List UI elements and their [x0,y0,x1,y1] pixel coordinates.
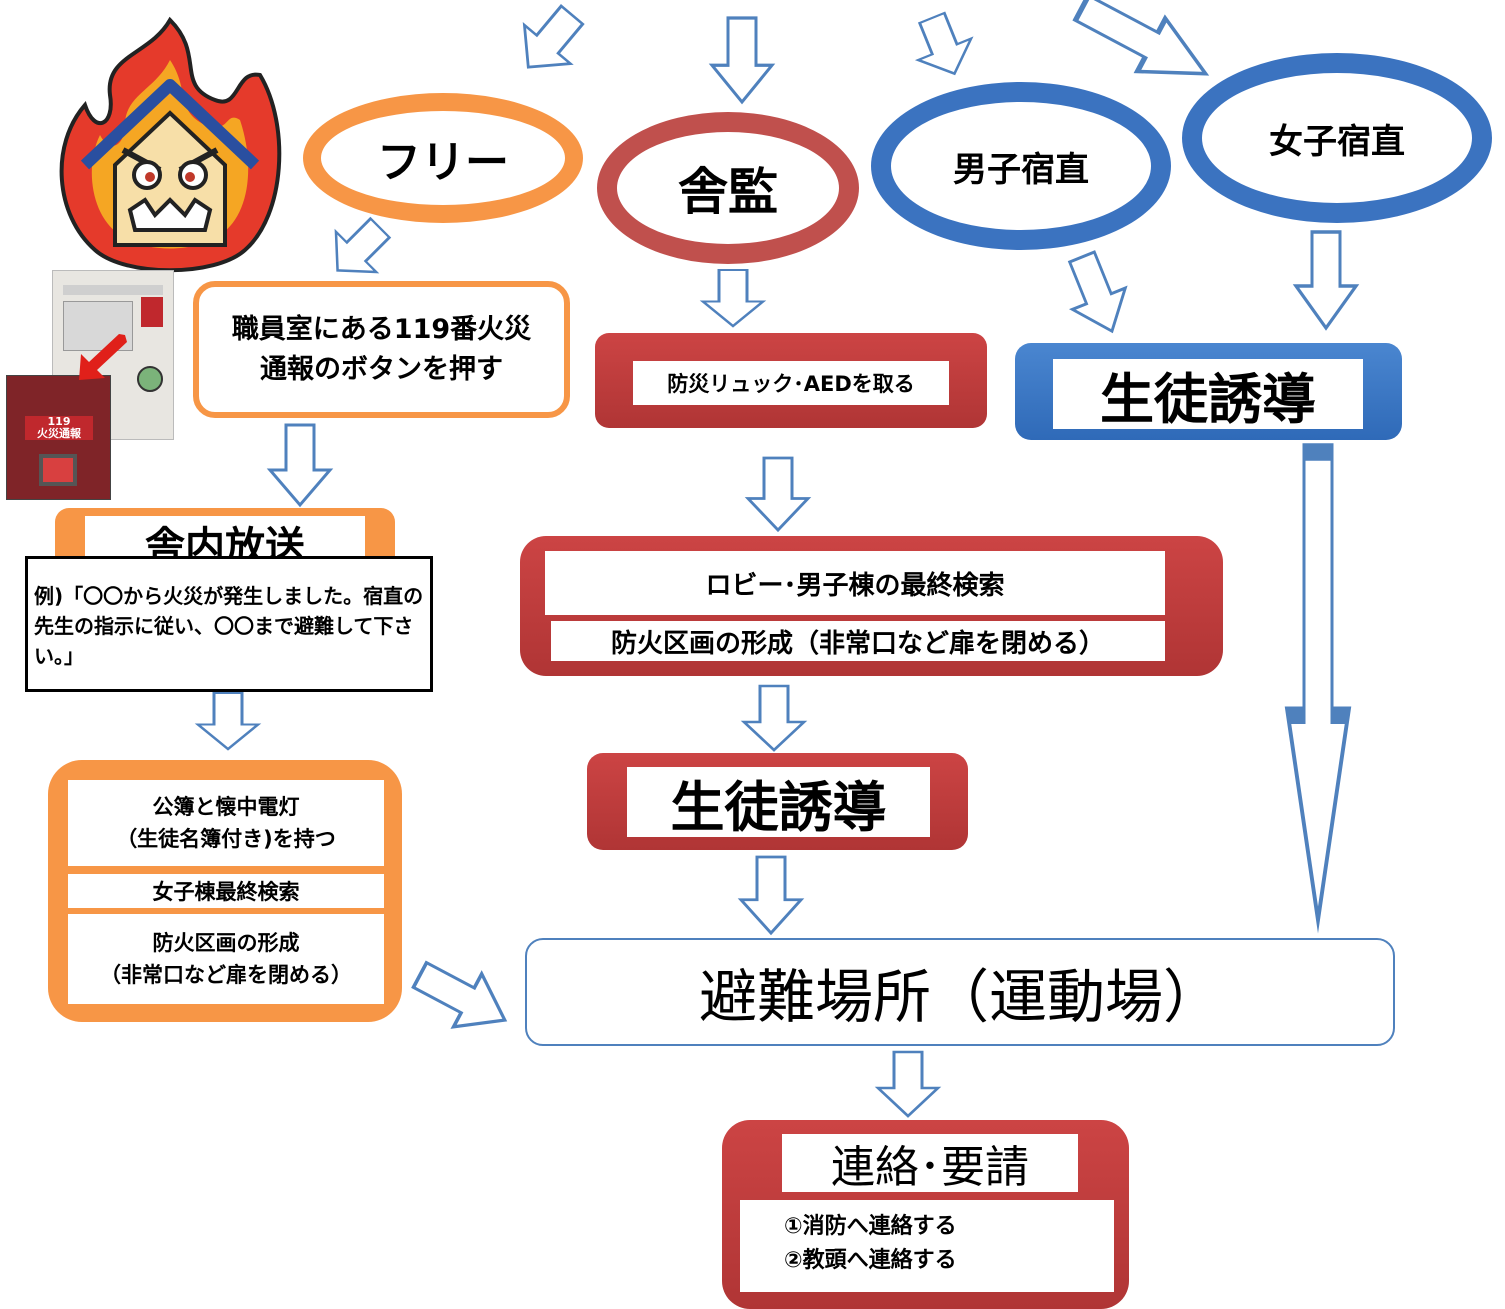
arrow-step1-to-step2 [746,456,810,532]
role-female-duty-label: 女子宿直 [1269,121,1405,162]
role-free: フリー [303,93,583,223]
arrow-evacuation-to-contact [876,1050,940,1118]
arrow-to-free [503,0,597,88]
contact-items: ①消防へ連絡する ②教頭へ連絡する [740,1200,1114,1292]
fire-alarm-button-closeup: 119 火災通報 [6,375,111,500]
role-dorm-supervisor: 舎監 [597,112,859,264]
fire-alarm-panel-photo [52,270,174,440]
role-female-duty: 女子宿直 [1182,53,1492,223]
broadcast-example-box: 例)「〇〇から火災が発生しました。宿直の先生の指示に従い、〇〇まで避難して下さい… [25,556,433,692]
duty-step1-text: 生徒誘導 [1053,359,1363,431]
free-step3-search: 女子棟最終検索 [68,874,384,908]
arrow-step2-to-step3 [742,684,806,752]
free-step3-box: 公簿と懐中電灯 （生徒名簿付き)を持つ 女子棟最終検索 防火区画の形成 （非常口… [48,760,402,1022]
role-male-duty-label: 男子宿直 [953,149,1089,190]
red-pointer-arrow-icon [79,334,127,380]
supervisor-step3-box: 生徒誘導 [587,753,968,850]
arrow-supervisor-to-step1 [701,268,765,328]
panel-label: 119 火災通報 [25,416,93,440]
contact-item-fire-dept: ①消防へ連絡する [784,1214,957,1239]
broadcast-example-text: 例)「〇〇から火災が発生しました。宿直の先生の指示に従い、〇〇まで避難して下さい… [34,584,424,668]
arrow-broadcast-to-step3 [196,691,260,751]
free-step1-box: 職員室にある119番火災通報のボタンを押す [193,281,570,418]
supervisor-step2-firezone: 防火区画の形成（非常口など扉を閉める） [551,621,1165,661]
role-dorm-supervisor-label: 舎監 [678,163,778,221]
arrow-step3-to-evacuation [404,946,521,1049]
evacuation-site-box: 避難場所（運動場） [525,938,1395,1046]
fire-mascot-icon [59,16,282,273]
arrow-to-female-duty [1068,0,1220,100]
supervisor-step1-text: 防災リュック･AEDを取る [633,361,949,405]
arrow-duty-to-evacuation [1288,452,1348,920]
supervisor-step2-box: ロビー･男子棟の最終検索 防火区画の形成（非常口など扉を閉める） [520,536,1223,676]
contact-box: 連絡･要請 ①消防へ連絡する ②教頭へ連絡する [722,1120,1129,1309]
supervisor-step3-text: 生徒誘導 [627,767,930,839]
arrow-step1-to-broadcast [268,423,332,507]
role-male-duty: 男子宿直 [871,82,1171,250]
arrow-step3-to-evacuation-center [739,855,803,935]
supervisor-step2-search: ロビー･男子棟の最終検索 [545,551,1165,615]
contact-title: 連絡･要請 [782,1134,1078,1193]
contact-item-vice-principal: ②教頭へ連絡する [784,1248,957,1273]
arrow-to-supervisor [710,16,774,104]
duty-step1-box: 生徒誘導 [1015,343,1402,440]
supervisor-step1-box: 防災リュック･AEDを取る [595,333,987,428]
free-step3-carry: 公簿と懐中電灯 （生徒名簿付き)を持つ [68,780,384,866]
role-free-label: フリー [377,137,509,188]
arrow-free-to-step1 [316,206,402,292]
free-step3-firezone: 防火区画の形成 （非常口など扉を閉める） [68,914,384,1004]
free-step1-text: 職員室にある119番火災通報のボタンを押す [231,313,532,385]
arrow-to-male-duty [904,5,983,86]
arrow-male-duty-to-step1 [1054,244,1140,344]
evacuation-site-text: 避難場所（運動場） [698,963,1221,1031]
arrow-female-duty-to-step1 [1294,230,1358,330]
